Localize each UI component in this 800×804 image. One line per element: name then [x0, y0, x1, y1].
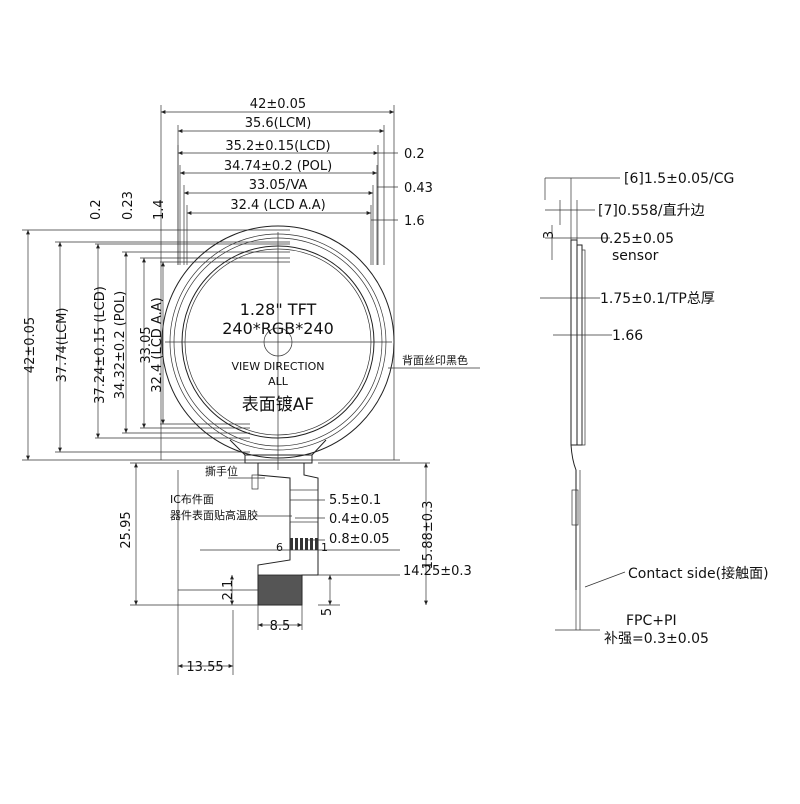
- dim-lcm-height: 37.74(LCM): [55, 308, 70, 383]
- display-resolution-label: 240*RGB*240: [222, 319, 334, 338]
- gap-top-3: 1.4: [152, 199, 167, 220]
- view-direction-label: VIEW DIRECTION: [232, 360, 325, 373]
- tear-tab-note: 撕手位: [205, 464, 238, 478]
- dim-aa-width: 32.4 (LCD A.A): [230, 198, 325, 213]
- dim-lcd-height: 37.24±0.15 (LCD): [93, 286, 108, 404]
- dim-lcm-width: 35.6(LCM): [245, 116, 312, 131]
- left-dimensions: [26, 230, 165, 460]
- dim-fpc-21: 2.1: [221, 580, 236, 601]
- side-tp-total: 1.75±0.1/TP总厚: [600, 291, 715, 307]
- dim-aa-height: 32.4 (LCD A.A): [150, 297, 165, 392]
- fpc-tail: [130, 462, 430, 675]
- side-view: [540, 177, 626, 631]
- dim-outline-width: 42±0.05: [250, 97, 306, 112]
- dim-fpc-04: 0.4±0.05: [329, 512, 390, 527]
- gap-right-1: 0.2: [404, 147, 425, 162]
- pin-6-label: 6: [276, 541, 283, 554]
- top-dimensions: [161, 110, 398, 221]
- coating-label: 表面镀AF: [242, 395, 314, 415]
- dim-pol-height: 34.32±0.2 (POL): [113, 291, 128, 399]
- dim-fpc-85: 8.5: [270, 619, 291, 634]
- dim-fpc-1588: 15.88±0.3: [421, 501, 436, 570]
- side-contact-label: Contact side(接触面): [628, 565, 769, 582]
- gap-right-3: 1.6: [404, 214, 425, 229]
- dim-lcd-width: 35.2±0.15(LCD): [225, 139, 330, 154]
- pin-1-label: 1: [321, 541, 328, 554]
- side-cg-label: [6]1.5±0.05/CG: [624, 171, 734, 187]
- dim-fpc-55: 5.5±0.1: [329, 493, 381, 508]
- dim-va-width: 33.05/VA: [249, 178, 308, 193]
- dim-va-height: 33.05: [139, 326, 154, 363]
- side-pol-label: [7]0.558/直升边: [598, 202, 705, 219]
- dim-fpc-5: 5: [320, 608, 335, 616]
- ic-side-note: IC布件面: [170, 493, 214, 506]
- ic-tape-note: 器件表面贴高温胶: [170, 508, 258, 522]
- dim-fpc-1425: 14.25±0.3: [403, 564, 472, 579]
- side-tp-gap: 3: [542, 231, 557, 239]
- gap-right-2: 0.43: [404, 181, 433, 196]
- gap-top-2: 0.23: [121, 191, 136, 220]
- dim-outline-height: 42±0.05: [23, 317, 38, 373]
- dim-fpc-2595: 25.95: [119, 511, 134, 548]
- side-total: 1.66: [612, 328, 643, 344]
- side-sensor-value: 0.25±0.05: [600, 231, 674, 247]
- dim-fpc-08: 0.8±0.05: [329, 532, 390, 547]
- dim-fpc-1355: 13.55: [186, 660, 223, 675]
- gap-top-1: 0.2: [89, 199, 104, 220]
- dim-pol-width: 34.74±0.2 (POL): [224, 159, 332, 174]
- round-lcd-module: [161, 225, 395, 470]
- side-sensor-label: sensor: [612, 248, 659, 264]
- side-fpc-label: FPC+PI: [626, 613, 677, 629]
- display-size-label: 1.28" TFT: [240, 300, 317, 319]
- silk-print-note: 背面丝印黑色: [402, 353, 468, 367]
- side-stiffener-label: 补强=0.3±0.05: [604, 631, 709, 647]
- view-direction-value: ALL: [268, 375, 289, 388]
